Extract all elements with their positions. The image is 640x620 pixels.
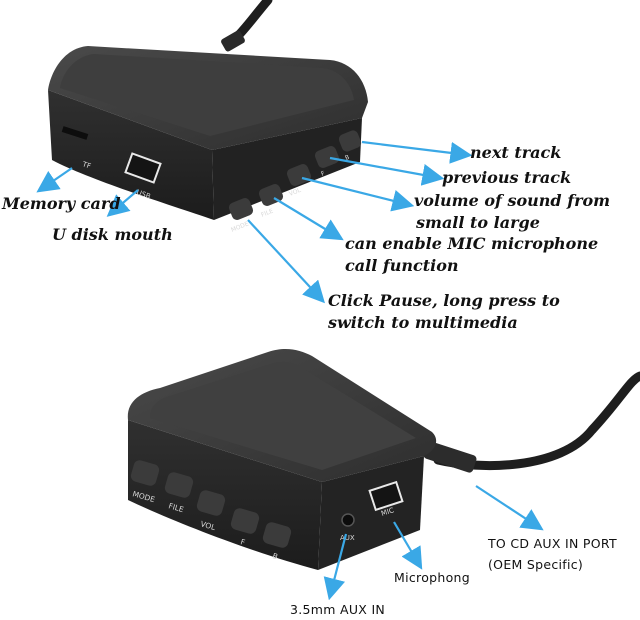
label-memory-card: Memory card — [2, 194, 121, 213]
label-pause-line2: switch to multimedia — [328, 313, 518, 332]
arrow-previous-track — [329, 156, 445, 186]
bottom-device-cable-strain-relief — [423, 441, 477, 473]
top-mode-label: MODE — [230, 220, 250, 233]
label-volume-line1: volume of sound from — [414, 191, 611, 210]
arrow-u-disk — [106, 189, 139, 217]
top-device-top-panel — [60, 54, 354, 136]
arrow-pause — [247, 219, 325, 304]
tf-card-slot — [61, 126, 89, 140]
mic-port — [368, 480, 404, 512]
label-aux-port-line2: (OEM Specific) — [488, 557, 584, 572]
bottom-b-label: B — [271, 551, 278, 561]
mic-port-label: MIC — [380, 506, 395, 518]
label-u-disk: U disk mouth — [52, 225, 173, 244]
label-mic-line1: can enable MIC microphone — [345, 234, 599, 253]
label-mic-line2: call function — [345, 256, 459, 275]
bottom-vol-label: VOL — [199, 519, 217, 532]
aux-port-label: AUX — [340, 534, 355, 542]
usb-port — [124, 152, 162, 184]
bottom-f-label: F — [239, 537, 246, 547]
top-file-label: FILE — [260, 208, 274, 219]
top-vol-button[interactable] — [285, 163, 312, 188]
arrow-memory-card — [36, 167, 73, 193]
top-f-label: F — [320, 170, 326, 178]
label-aux-port-line1: TO CD AUX IN PORT — [488, 536, 617, 551]
bottom-mode-button[interactable] — [129, 459, 160, 487]
arrow-mic-function — [273, 197, 344, 241]
aux-jack — [341, 513, 355, 527]
arrow-microphone — [393, 521, 423, 570]
top-vol-label: VOL — [288, 187, 302, 198]
label-previous-track: previous track — [442, 168, 572, 187]
arrow-aux-cable — [475, 485, 544, 531]
bottom-device-cable — [433, 371, 640, 471]
bottom-b-button[interactable] — [261, 521, 292, 549]
label-pause-line1: Click Pause, long press to — [328, 291, 560, 310]
arrow-aux-in — [323, 533, 348, 601]
bottom-device-top-panel — [150, 361, 416, 470]
arrow-volume — [301, 176, 415, 212]
top-mode-button[interactable] — [227, 197, 254, 222]
top-device-right-face — [212, 118, 362, 220]
callout-arrows — [36, 140, 544, 601]
tf-port-label: TF — [80, 160, 91, 170]
bottom-vol-button[interactable] — [195, 489, 226, 517]
top-b-label: B — [344, 154, 350, 162]
bottom-f-button[interactable] — [229, 507, 260, 535]
top-b-button[interactable] — [337, 129, 362, 153]
bottom-file-label: FILE — [167, 501, 185, 514]
label-volume-line2: small to large — [416, 213, 540, 232]
top-device-cable-collar — [221, 30, 245, 52]
top-f-button[interactable] — [313, 145, 340, 170]
label-next-track: next track — [470, 143, 562, 162]
bottom-device-buttons: MODE FILE VOL F B — [129, 459, 292, 561]
label-aux-in: 3.5mm AUX IN — [290, 602, 386, 617]
bottom-file-button[interactable] — [163, 471, 194, 499]
arrow-next-track — [361, 140, 473, 164]
label-microphone: Microphong — [394, 570, 471, 585]
